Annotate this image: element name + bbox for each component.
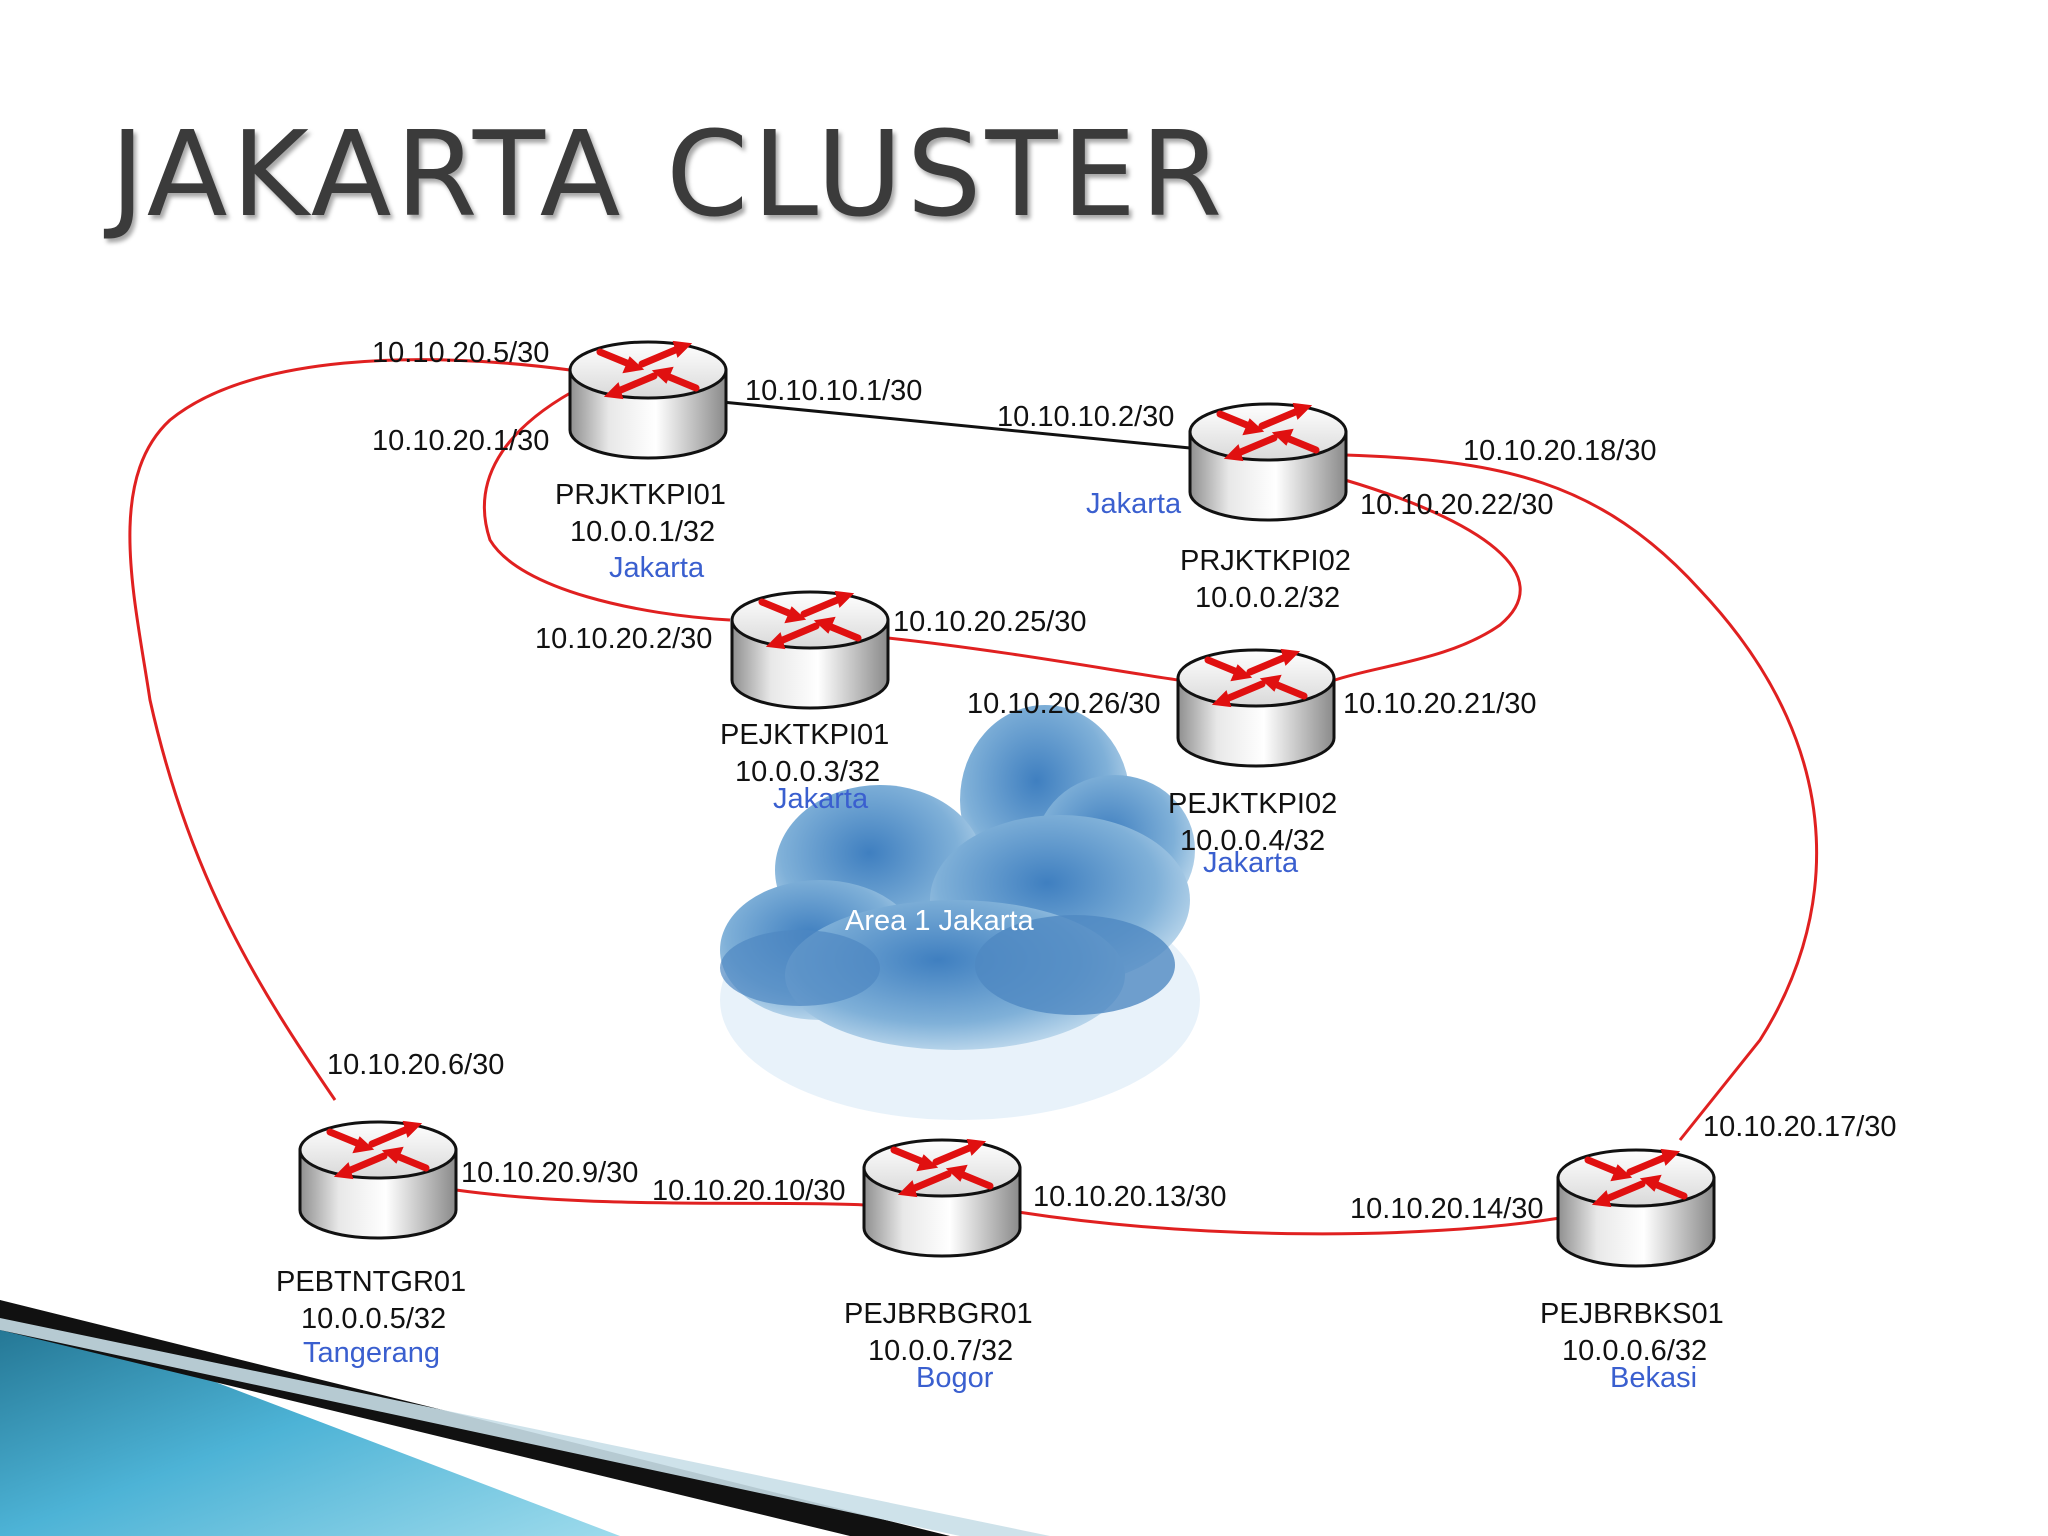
router-pejktkpi02-icon[interactable] (1178, 650, 1334, 766)
interface-label: 10.10.20.25/30 (893, 606, 1087, 638)
link-prjktkpi02-pejktkpi02 (1334, 478, 1522, 682)
router-ip: 10.0.0.7/32 (868, 1335, 1013, 1367)
interface-label: 10.10.20.2/30 (535, 623, 712, 655)
interface-label: 10.10.20.9/30 (461, 1157, 638, 1189)
interface-label: 10.10.20.22/30 (1360, 489, 1554, 521)
link-prjktkpi01-pebtntgr01 (128, 358, 571, 1101)
router-name: PEBTNTGR01 (276, 1266, 466, 1298)
interface-label: 10.10.20.26/30 (967, 688, 1161, 720)
router-location: Bekasi (1610, 1362, 1697, 1394)
router-pejbrbgr01-labels: PEJBRBGR01 10.0.0.7/32 Bogor (844, 1298, 1033, 1394)
interface-label: 10.10.20.5/30 (372, 337, 549, 369)
link-prjktkpi01-pejktkpi01 (482, 390, 731, 622)
router-pebtntgr01-icon[interactable] (300, 1122, 456, 1238)
router-prjktkpi01-icon[interactable] (570, 342, 726, 458)
router-pejbrbks01-icon[interactable] (1558, 1150, 1714, 1266)
router-pejktkpi02-labels: PEJKTKPI02 10.0.0.4/32 Jakarta (1168, 788, 1337, 879)
router-ip: 10.0.0.1/32 (570, 516, 715, 548)
interface-label: 10.10.20.1/30 (372, 425, 549, 457)
interface-label: 10.10.20.13/30 (1033, 1181, 1227, 1213)
interface-label: 10.10.20.21/30 (1343, 688, 1537, 720)
router-ip: 10.0.0.5/32 (301, 1303, 446, 1335)
cloud-label: Area 1 Jakarta (845, 905, 1034, 937)
router-prjktkpi02-labels: Jakarta PRJKTKPI02 10.0.0.2/32 (1086, 488, 1351, 614)
link-pejktkpi01-pejktkpi02 (887, 636, 1179, 682)
router-prjktkpi01-labels: PRJKTKPI01 10.0.0.1/32 Jakarta (555, 479, 726, 584)
router-name: PEJKTKPI01 (720, 719, 889, 751)
router-pebtntgr01-labels: PEBTNTGR01 10.0.0.5/32 Tangerang (276, 1266, 466, 1369)
router-location: Jakarta (1086, 488, 1182, 520)
router-location: Jakarta (1203, 847, 1299, 879)
interface-label: 10.10.10.2/30 (997, 401, 1174, 433)
router-name: PRJKTKPI01 (555, 479, 726, 511)
slide-title: JAKARTA CLUSTER (110, 105, 1227, 243)
router-name: PEJBRBGR01 (844, 1298, 1033, 1330)
router-pejktkpi01-labels: PEJKTKPI01 10.0.0.3/32 Jakarta (720, 719, 889, 815)
router-pejktkpi01-icon[interactable] (732, 592, 888, 708)
area-cloud: Area 1 Jakarta (720, 705, 1200, 1120)
router-pejbrbgr01-icon[interactable] (864, 1140, 1020, 1256)
router-prjktkpi02-icon[interactable] (1190, 404, 1346, 520)
router-ip: 10.0.0.4/32 (1180, 825, 1325, 857)
link-prjktkpi01-prjktkpi02 (721, 400, 1191, 450)
interface-labels: 10.10.20.5/30 10.10.20.1/30 10.10.10.1/3… (327, 337, 1897, 1225)
router-location: Jakarta (609, 552, 705, 584)
link-prjktkpi02-pejbrbks01 (1344, 453, 1819, 1141)
router-location: Tangerang (303, 1337, 440, 1369)
interface-label: 10.10.20.17/30 (1703, 1111, 1897, 1143)
link-pebtntgr01-pejbrbgr01 (455, 1188, 867, 1207)
router-ip: 10.0.0.2/32 (1195, 582, 1340, 614)
router-name: PEJKTKPI02 (1168, 788, 1337, 820)
link-pejbrbgr01-pejbrbks01 (1017, 1210, 1561, 1236)
router-name: PRJKTKPI02 (1180, 545, 1351, 577)
router-location: Bogor (916, 1362, 994, 1394)
router-location: Jakarta (773, 783, 869, 815)
interface-label: 10.10.20.18/30 (1463, 435, 1657, 467)
router-name: PEJBRBKS01 (1540, 1298, 1724, 1330)
interface-label: 10.10.10.1/30 (745, 375, 922, 407)
interface-label: 10.10.20.6/30 (327, 1049, 504, 1081)
router-pejbrbks01-labels: PEJBRBKS01 10.0.0.6/32 Bekasi (1540, 1298, 1724, 1394)
interface-label: 10.10.20.10/30 (652, 1175, 846, 1207)
links (128, 358, 1819, 1236)
router-ip: 10.0.0.6/32 (1562, 1335, 1707, 1367)
router-ip: 10.0.0.3/32 (735, 756, 880, 788)
interface-label: 10.10.20.14/30 (1350, 1193, 1544, 1225)
corner-decoration (0, 1300, 1050, 1536)
